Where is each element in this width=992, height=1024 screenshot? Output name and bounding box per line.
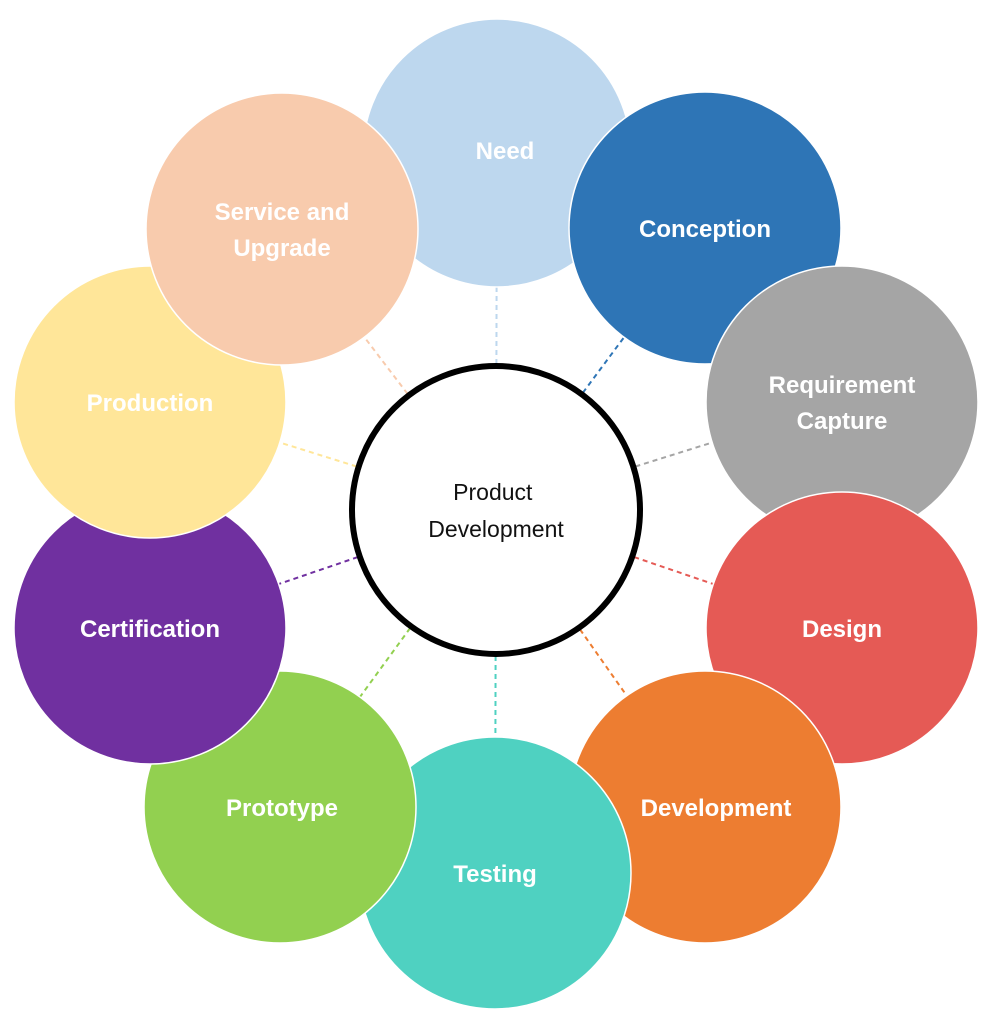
- node-label-line-production-1: Production: [87, 390, 214, 417]
- node-certification: Certification: [13, 491, 287, 765]
- node-label-line-requirement-capture-2: Capture: [797, 408, 888, 435]
- node-label-line-development-1: Development: [641, 795, 792, 822]
- center-label-line-1: Product: [453, 479, 533, 505]
- node-label-development: Development: [641, 795, 792, 822]
- node-label-line-certification-1: Certification: [80, 616, 220, 643]
- node-label-line-requirement-capture-1: Requirement: [769, 372, 916, 399]
- connector-lines: [276, 284, 716, 740]
- node-label-design: Design: [802, 616, 882, 643]
- connector-certification: [276, 556, 359, 586]
- connector-prototype: [357, 627, 411, 700]
- node-label-line-testing-1: Testing: [453, 861, 537, 888]
- node-label-testing: Testing: [453, 861, 537, 888]
- node-label-line-need-1: Need: [476, 138, 535, 165]
- node-label-need: Need: [476, 138, 535, 165]
- connector-design: [633, 556, 716, 586]
- node-label-line-prototype-1: Prototype: [226, 795, 338, 822]
- node-testing: Testing: [358, 736, 632, 1010]
- node-label-prototype: Prototype: [226, 795, 338, 822]
- node-label-line-service-and-upgrade-1: Service and: [215, 199, 350, 226]
- connector-requirement-capture: [635, 440, 715, 468]
- connector-development: [579, 628, 629, 698]
- connector-production: [277, 440, 357, 468]
- node-circle-service-and-upgrade: [145, 92, 419, 366]
- node-label-conception: Conception: [639, 216, 771, 243]
- center-circle: [349, 363, 643, 657]
- center-label: Product Development: [428, 479, 564, 542]
- node-label-production: Production: [87, 390, 214, 417]
- center-node: Product Development: [349, 363, 643, 657]
- node-label-certification: Certification: [80, 616, 220, 643]
- node-label-line-conception-1: Conception: [639, 216, 771, 243]
- node-label-line-service-and-upgrade-2: Upgrade: [233, 235, 330, 262]
- node-label-line-design-1: Design: [802, 616, 882, 643]
- center-label-line-2: Development: [428, 516, 564, 542]
- connector-conception: [582, 335, 627, 394]
- connector-service-and-upgrade: [362, 334, 409, 395]
